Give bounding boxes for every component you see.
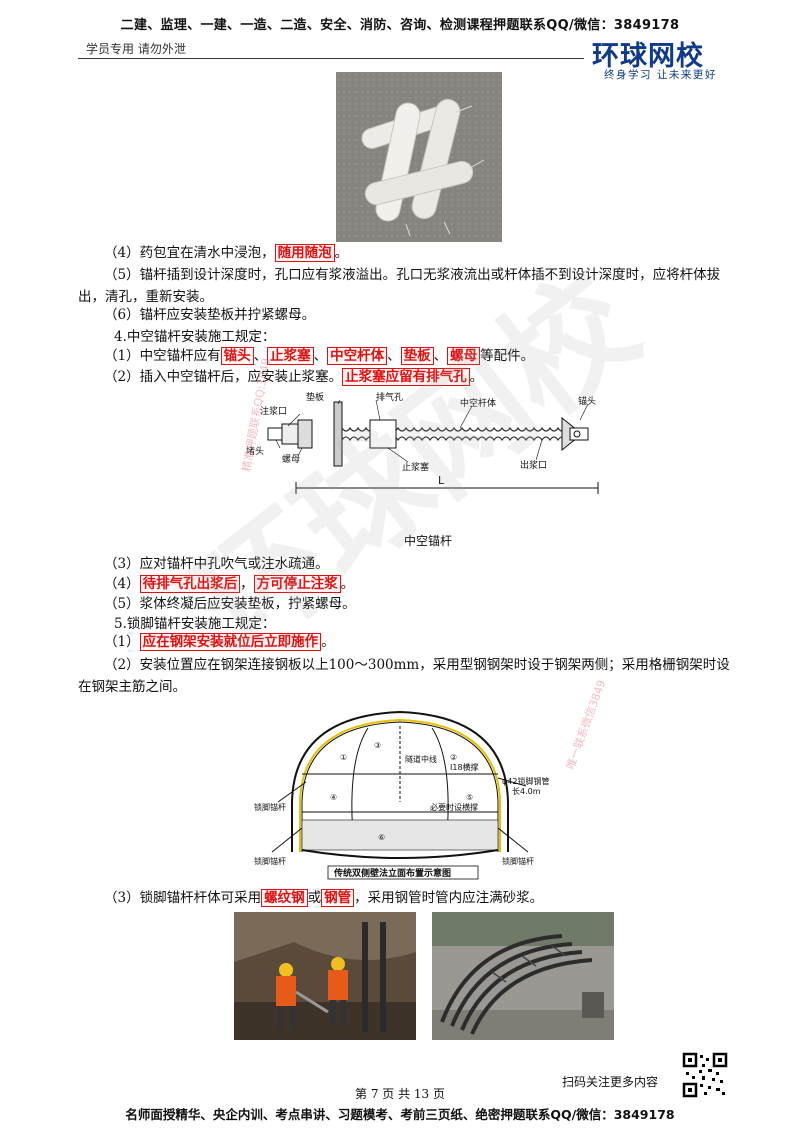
highlight-vent-grout-out: 待排气孔出浆后: [139, 575, 241, 593]
steel-arch-frames-photo: [432, 912, 614, 1040]
hollow-anchor-caption: 中空锚杆: [404, 534, 453, 548]
highlight-rebar: 螺纹钢: [261, 889, 308, 907]
label-n4: ④: [330, 793, 337, 802]
sep: 、: [253, 348, 268, 364]
item-5-insert-depth: （5）锚杆插到设计深度时，孔口应有浆液溢出。孔口无浆液流出或杆体插不到设计深度时…: [78, 267, 721, 305]
brand-slogan: 终身学习 让未来更好: [604, 69, 717, 81]
label-pipe-length: 长4.0m: [512, 786, 541, 796]
s5-1-suffix: 。: [321, 634, 335, 650]
tunnel-diagram-caption: 传统双侧壁法立面布置示意图: [333, 867, 451, 879]
section-5-item-1: （1）应在钢架安装就位后立即施作。: [104, 631, 335, 653]
header-banner: 二建、监理、一建、一造、二造、安全、消防、咨询、检测课程押题联系QQ/微信：38…: [120, 18, 680, 33]
highlight-vent-hole: 止浆塞应留有排气孔: [342, 368, 470, 386]
label-n2: ②: [450, 753, 457, 762]
highlight-stop-grouting: 方可停止注浆: [253, 575, 341, 593]
s4-1-suffix: 等配件。: [480, 348, 535, 364]
section-4-item-5: （5）浆体终凝后应安装垫板，拧紧螺母。: [104, 596, 356, 612]
label-pad: 垫板: [306, 391, 324, 403]
s5-3-text: （3）锁脚锚杆杆体可采用: [104, 890, 262, 906]
highlight-steel-pipe: 钢管: [321, 889, 355, 907]
highlight-immediately-after-frame: 应在钢架安装就位后立即施作: [139, 633, 322, 651]
qr-code-icon: [682, 1052, 728, 1098]
label-pipe: φ42锁脚钢管: [502, 776, 549, 786]
grout-cartridge-photo: [336, 72, 502, 242]
label-plug: 堵头: [246, 445, 264, 457]
s4-2-suffix: 。: [469, 369, 484, 385]
s4-2-text: （2）插入中空锚杆后，应安装止浆塞。: [104, 369, 343, 385]
s4-1-text: （1）中空锚杆应有: [104, 348, 221, 364]
tunnel-cross-section-diagram: ① ② ③ ④ ⑤ ⑥ 隧道中线 I18横撑 φ42锁脚钢管 长4.0m 必要时…: [250, 702, 550, 880]
label-vent: 排气孔: [376, 391, 403, 403]
highlight-pad: 垫板: [400, 347, 434, 365]
label-inlet: 注浆口: [260, 405, 287, 417]
highlight-hollow-body: 中空杆体: [327, 347, 388, 365]
label-right-bolt: 锁脚锚杆: [502, 856, 534, 866]
header-subtitle: 学员专用 请勿外泄: [86, 42, 186, 56]
label-left-bolt: 锁脚锚杆: [254, 802, 286, 812]
section-4-item-3: （3）应对锚杆中孔吹气或注水疏通。: [104, 556, 329, 572]
label-brace: 必要时设横撑: [430, 802, 478, 812]
section-4-heading: 4.中空锚杆安装施工规定：: [114, 329, 276, 345]
highlight-nut: 螺母: [447, 347, 481, 365]
highlight-use-and-soak: 随用随泡: [274, 244, 335, 262]
label-nut: 螺母: [282, 454, 300, 465]
highlight-grout-stopper: 止浆塞: [267, 347, 314, 365]
label-n6: ⑥: [378, 833, 385, 842]
sep: ，: [240, 576, 254, 592]
highlight-anchor-head: 锚头: [220, 347, 254, 365]
workers-drilling-photo: [234, 912, 416, 1040]
s5-3-mid: 或: [307, 890, 322, 906]
s5-1-text: （1）: [104, 634, 140, 650]
section-5-item-3: （3）锁脚锚杆杆体可采用螺纹钢或钢管，采用钢管时管内应注满砂浆。: [104, 887, 543, 909]
label-head: 锚头: [578, 395, 596, 407]
s4-4-suffix: 。: [340, 576, 355, 592]
hollow-anchor-diagram: 垫板 排气孔 中空杆体 锚头 注浆口 堵头 螺母 止浆塞 出浆口 L: [240, 390, 610, 510]
s4-4-text: （4）: [104, 576, 140, 592]
label-n3: ③: [374, 741, 381, 750]
label-left-bolt-2: 锁脚锚杆: [254, 856, 286, 866]
sep: 、: [433, 348, 448, 364]
page-number: 第 7 页 共 13 页: [355, 1087, 445, 1101]
footer-ad-banner: 名师面授精华、央企内训、考点串讲、习题模考、考前三页纸、绝密押题联系QQ/微信：…: [125, 1107, 675, 1122]
item-6-pad-nut: （6）锚杆应安装垫板并拧紧螺母。: [104, 307, 316, 323]
label-centerline: 隧道中线: [405, 754, 437, 764]
label-length: L: [438, 474, 445, 487]
label-outlet: 出浆口: [520, 459, 547, 471]
sep: 、: [387, 348, 401, 364]
label-rebar: I18横撑: [450, 762, 479, 772]
footer-scan-text: 扫码关注更多内容: [562, 1075, 659, 1089]
label-n5: ⑤: [466, 793, 473, 802]
sep: 、: [313, 348, 328, 364]
label-stopper: 止浆塞: [402, 461, 429, 473]
label-body: 中空杆体: [460, 397, 496, 409]
section-4-item-1: （1）中空锚杆应有锚头、止浆塞、中空杆体、垫板、螺母等配件。: [104, 345, 534, 367]
section-5-item-2: （2）安装位置应在钢架连接钢板以上100～300mm，采用型钢钢架时设于钢架两侧…: [78, 657, 730, 695]
section-4-item-4: （4）待排气孔出浆后，方可停止注浆。: [104, 573, 354, 595]
brand-logo: 环球网校: [592, 41, 704, 72]
item-4-text: （4）药包宜在清水中浸泡，: [104, 245, 275, 261]
section-4-item-2: （2）插入中空锚杆后，应安装止浆塞。止浆塞应留有排气孔。: [104, 366, 483, 388]
label-n1: ①: [340, 753, 347, 762]
section-5-heading: 5.锁脚锚杆安装施工规定：: [114, 616, 276, 632]
header-divider: [78, 58, 584, 59]
item-4-suffix: 。: [334, 245, 349, 261]
s5-3-suffix: ，采用钢管时管内应注满砂浆。: [354, 890, 544, 906]
item-4-medicine-soak: （4）药包宜在清水中浸泡，随用随泡。: [104, 242, 348, 264]
